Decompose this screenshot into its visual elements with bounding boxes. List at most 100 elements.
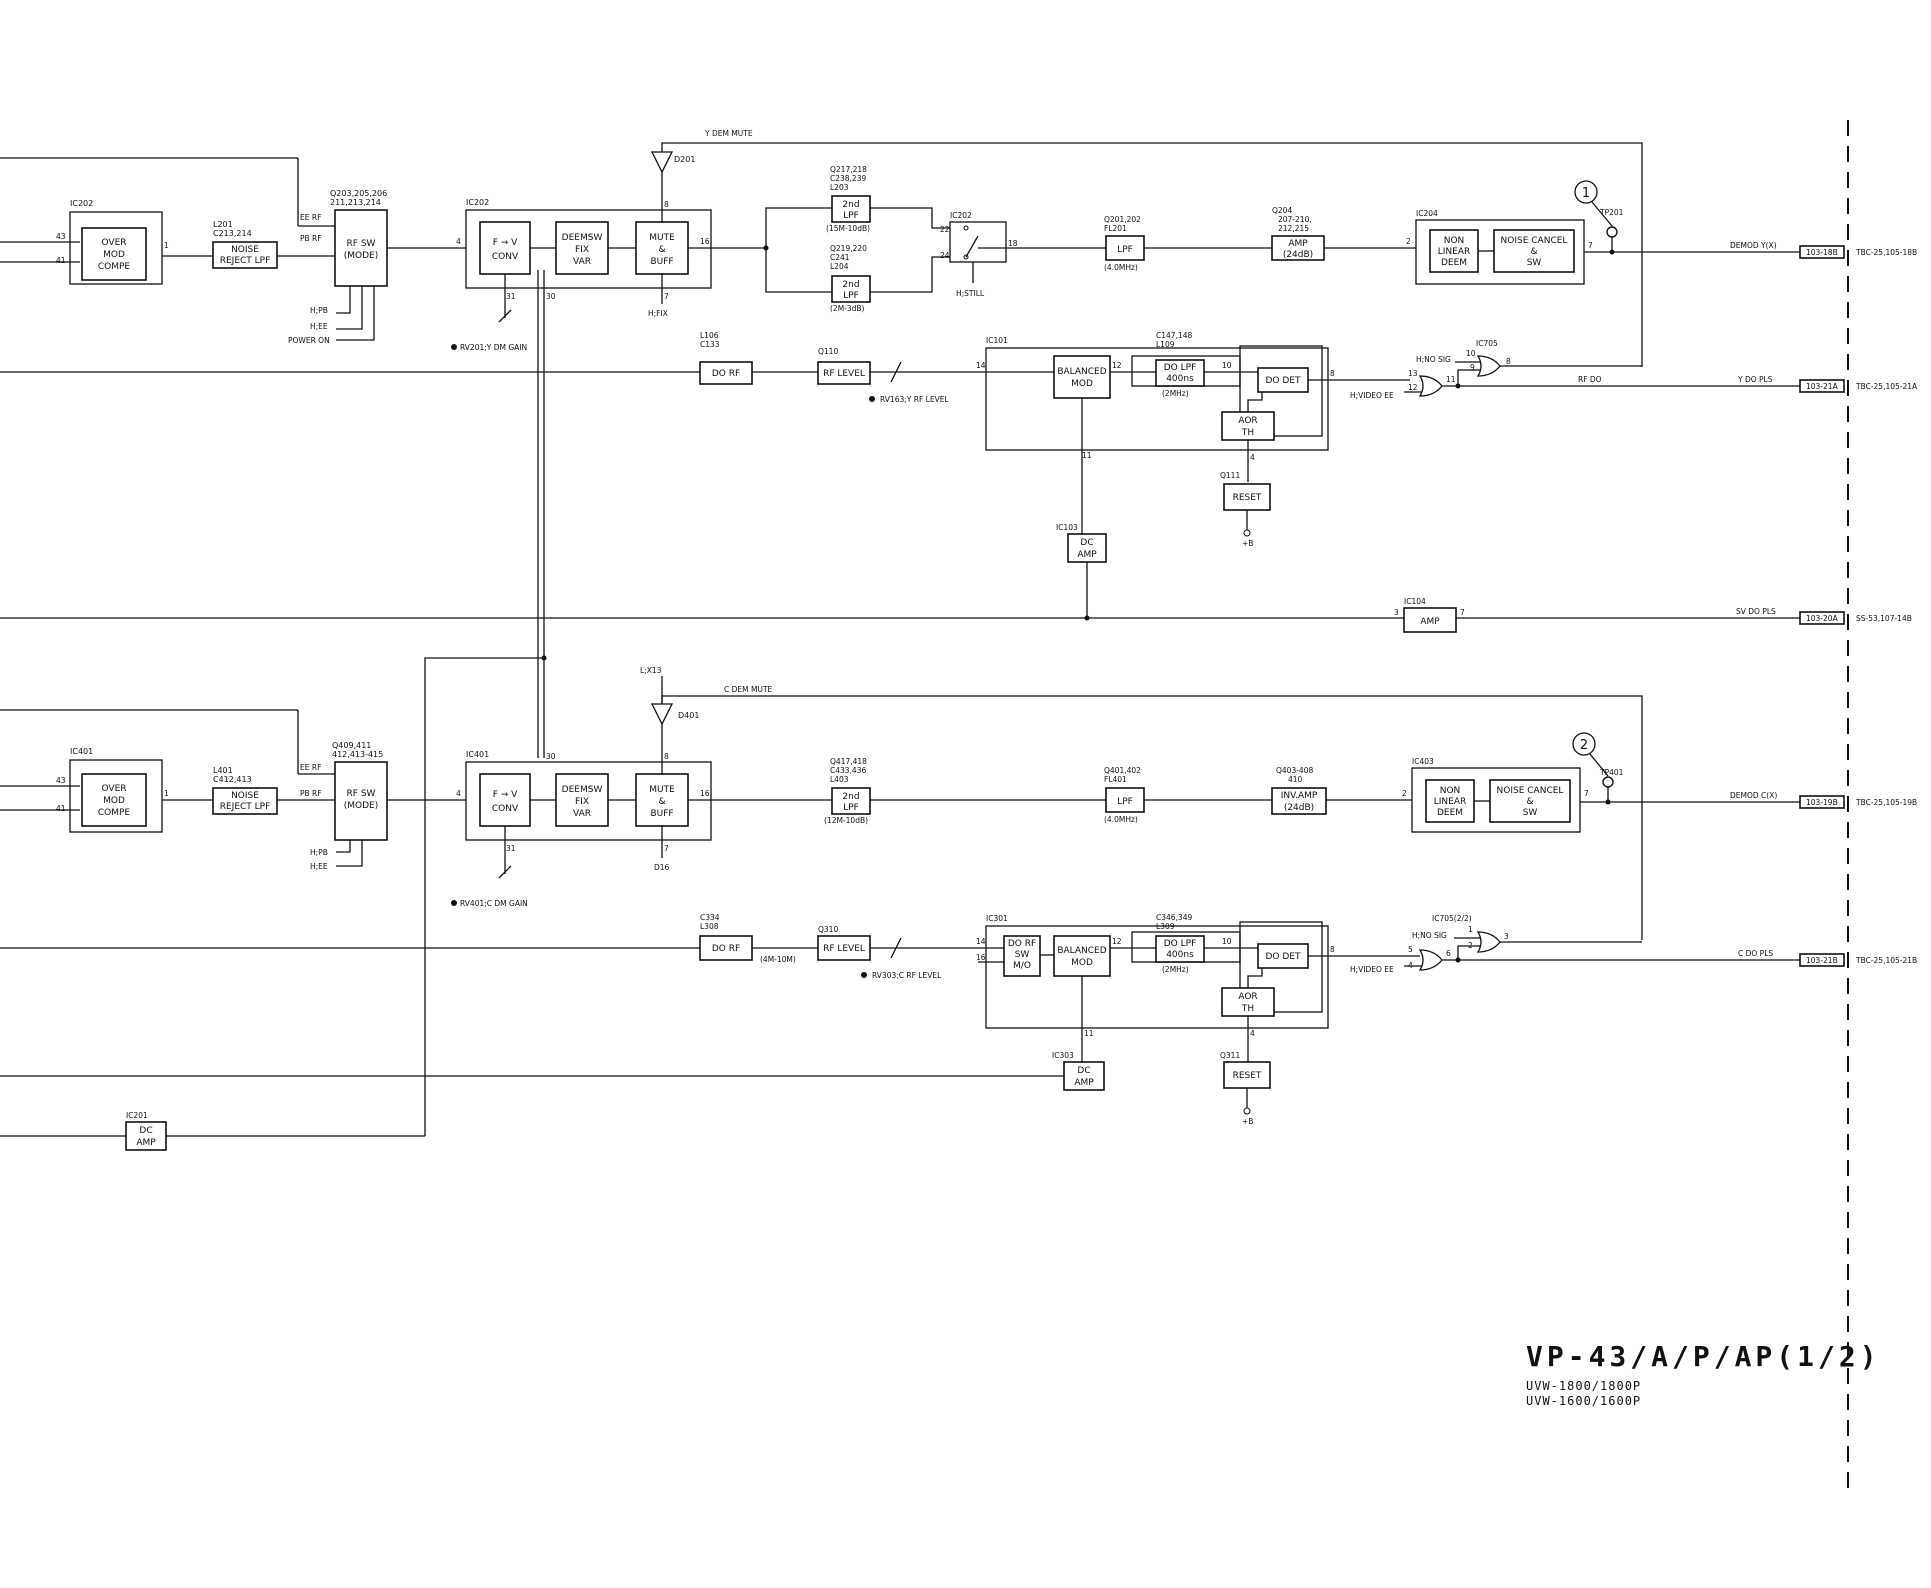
pin-label: 8: [1506, 357, 1511, 366]
block-label: FIX: [575, 245, 589, 255]
block-label: 2nd: [842, 200, 859, 210]
block-label: DC: [1080, 538, 1093, 548]
connector-label: 103-21B: [1806, 956, 1838, 965]
pin-label: 4: [1250, 1029, 1255, 1038]
ic-ref: IC202: [70, 199, 93, 208]
pin-label: 8: [664, 752, 669, 761]
component-ref: 410: [1288, 775, 1303, 784]
note-label: (4M-10M): [760, 955, 796, 964]
signal-label: C DEM MUTE: [724, 685, 773, 694]
pin-label: 8: [1330, 369, 1335, 378]
do-det-block: [1257, 367, 1309, 393]
pin-label: 30: [546, 752, 556, 761]
over-mod-compe-block: [81, 227, 147, 281]
pin-label: 11: [1446, 375, 1456, 384]
signal-label: DEMOD Y(X): [1730, 241, 1777, 250]
destination-label: TBC-25,105-18B: [1855, 248, 1917, 257]
block-label: RF LEVEL: [823, 369, 865, 379]
block-label: DO LPF: [1164, 939, 1197, 949]
ctrl-label: H;FIX: [648, 309, 668, 318]
block-label: 2nd: [842, 792, 859, 802]
block-label: NON: [1440, 786, 1461, 796]
pin-label: 24: [940, 251, 950, 260]
pin-label: 2: [1406, 237, 1411, 246]
component-ref: Q203,205,206: [330, 189, 387, 198]
block-label: DO LPF: [1164, 363, 1197, 373]
block-label: DEEM: [1437, 808, 1463, 818]
page-title: VP-43/A/P/AP(1/2): [1526, 1340, 1881, 1373]
block-label: NOISE: [231, 245, 259, 255]
balanced-mod-block: [1053, 935, 1111, 977]
supply-label: +B: [1242, 539, 1253, 548]
ic-ref: IC201: [126, 1111, 148, 1120]
component-ref: Q110: [818, 347, 838, 356]
block-label: &: [1530, 247, 1537, 257]
block-label: TH: [1241, 1004, 1254, 1014]
switch-icon: [965, 235, 979, 258]
pin-label: 43: [56, 776, 66, 785]
component-ref: C238,239: [830, 174, 866, 183]
block-label: (24dB): [1284, 803, 1314, 813]
do-lpf-block: [1155, 359, 1205, 387]
adjust-label: RV201;Y DM GAIN: [460, 343, 527, 352]
component-ref: L204: [830, 262, 849, 271]
connector-box: [1799, 379, 1845, 393]
ctrl-label: H;EE: [310, 862, 328, 871]
pin-label: 16: [976, 953, 986, 962]
component-ref: Q217,218: [830, 165, 867, 174]
ic-ref: IC705(2/2): [1432, 914, 1472, 923]
destination-label: TBC-25,105-21A: [1855, 382, 1918, 391]
adjust-label: RV163;Y RF LEVEL: [880, 395, 949, 404]
balanced-mod-block: [1053, 355, 1111, 399]
supply-label: +B: [1242, 1117, 1253, 1126]
ctrl-label: H;NO SIG: [1416, 355, 1451, 364]
pin-label: 2: [1402, 789, 1407, 798]
block-label: LPF: [843, 803, 859, 813]
note-label: (4.0MHz): [1104, 815, 1138, 824]
block-label: AOR: [1238, 992, 1257, 1002]
callout-number: 1: [1582, 186, 1590, 201]
pin-label: 4: [456, 789, 461, 798]
over-mod-compe-block: [81, 773, 147, 827]
pin-label: 11: [1082, 451, 1092, 460]
or-gate-icon: [1476, 355, 1501, 377]
block-label: RESET: [1233, 493, 1262, 503]
block-label: OVER: [101, 238, 126, 248]
block-label: M/O: [1013, 961, 1031, 971]
ic-ref: IC401: [70, 747, 93, 756]
connector-box: [1799, 795, 1845, 809]
block-label: CONV: [492, 804, 519, 814]
reset-block: [1223, 483, 1271, 511]
pin-label: 4: [456, 237, 461, 246]
2nd-lpf-block: [831, 787, 871, 815]
pin-label: 14: [976, 937, 986, 946]
block-label: MUTE: [649, 233, 675, 243]
pin-label: 3: [1504, 932, 1509, 941]
test-point-icon: [1602, 776, 1614, 788]
ic-ref: IC202: [950, 211, 972, 220]
pin-label: 7: [1460, 608, 1465, 617]
component-ref: Q403-408: [1276, 766, 1313, 775]
pin-label: 8: [1330, 945, 1335, 954]
block-label: &: [1526, 797, 1533, 807]
pin-label: 22: [940, 225, 950, 234]
do-rf-block: [699, 935, 753, 961]
noise-cancel-sw-block: [1489, 779, 1571, 823]
lpf-block: [1105, 787, 1145, 813]
ic403-outline: [1411, 767, 1581, 833]
component-ref: L106: [700, 331, 719, 340]
ic-ref: IC303: [1052, 1051, 1074, 1060]
block-label: LPF: [843, 211, 859, 221]
component-ref: Q204: [1272, 206, 1292, 215]
inv-amp-block: [1271, 787, 1327, 815]
ic-ref: IC401: [466, 750, 489, 759]
connector-box: [1799, 245, 1845, 259]
block-label: 2nd: [842, 280, 859, 290]
destination-label: SS-53,107-14B: [1856, 614, 1912, 623]
adjust-label: RV401;C DM GAIN: [460, 899, 528, 908]
pin-label: 1: [164, 789, 169, 798]
adjust-label: RV303;C RF LEVEL: [872, 971, 942, 980]
block-label: DEEMSW: [562, 785, 603, 795]
component-ref: Q417,418: [830, 757, 867, 766]
